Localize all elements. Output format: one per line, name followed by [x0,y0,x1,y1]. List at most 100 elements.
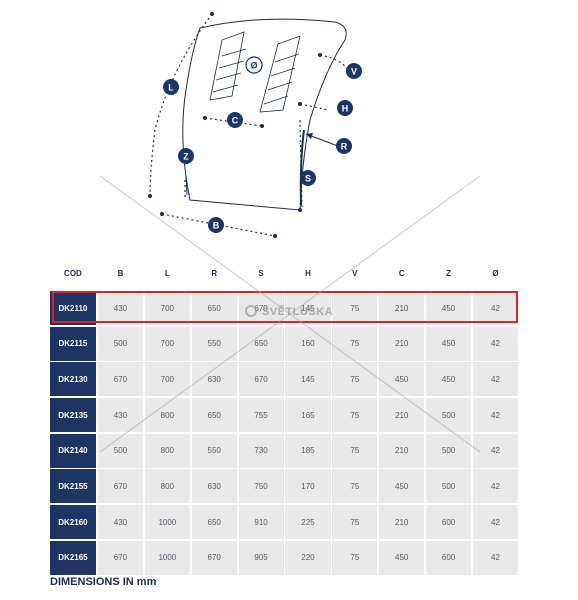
product-outline [182,18,347,211]
header-cod: COD [64,268,82,278]
row-cell: 650 [191,291,237,325]
product-dimension-drawing: L Ø V C H R Z S B [148,12,362,238]
row-cell: 450 [379,540,425,575]
row-cell: 75 [332,540,378,575]
row-cell: 42 [472,291,519,325]
row-cell: 75 [332,505,378,540]
header-v: V [352,268,358,278]
row-cell: 430 [97,398,144,433]
row-cell: 430 [97,505,144,540]
row-cell: 550 [191,433,237,468]
row-cell: 630 [191,469,237,504]
row-cell: 670 [97,362,144,397]
row-cell: 450 [379,469,425,504]
row-cell: 42 [472,505,519,540]
row-cell: 600 [426,505,472,540]
row-cell: 800 [144,433,190,468]
row-cell: 630 [191,362,237,397]
badge-r-text: R [341,142,348,152]
row-cell: 75 [332,362,378,397]
row-cell: 1000 [144,505,190,540]
row-code: DK2160 [50,505,96,540]
row-cell: 450 [426,326,472,361]
row-cell: 210 [379,291,425,325]
row-cell: 750 [238,469,284,504]
row-cell: 670 [97,540,144,575]
row-code: DK2110 [50,291,96,325]
row-cell: 210 [379,505,425,540]
row-cell: 550 [191,326,237,361]
badge-b-text: B [213,221,220,231]
header-h: H [305,268,311,278]
badge-z-text: Z [183,152,189,162]
row-cell: 700 [144,326,190,361]
row-cell: 1000 [144,540,190,575]
row-cell: 210 [379,398,425,433]
row-cell: 42 [472,362,519,397]
header-l: L [164,268,170,278]
row-cell: 500 [426,469,472,504]
row-cell: 700 [144,291,190,325]
row-cell: 170 [285,469,331,504]
row-cell: 450 [426,291,472,325]
row-cell: 42 [472,433,519,468]
badge-v: V [346,63,362,79]
header-b: B [117,268,124,278]
row-cell: 730 [238,433,284,468]
row-cell: 670 [238,362,284,397]
row-cell: 210 [379,433,425,468]
badge-s: S [300,170,316,186]
badge-c: C [227,112,243,128]
row-cell: 165 [285,398,331,433]
badge-v-text: V [351,67,357,77]
row-cell: 225 [285,505,331,540]
row-code: DK2130 [50,362,96,397]
r-arrowhead [306,133,313,139]
dimension-lines [149,13,349,237]
header-z: Z [446,268,452,278]
row-cell: 145 [285,362,331,397]
row-cell: 75 [332,326,378,361]
row-code: DK2115 [50,326,96,361]
header-s: S [258,268,264,278]
row-code: DK2155 [50,469,96,504]
badge-r: R [336,138,352,154]
watermark-logo-icon [245,305,257,317]
badge-l-text: L [168,83,174,93]
row-cell: 755 [238,398,284,433]
badge-l: L [163,79,179,95]
row-cell: 700 [144,362,190,397]
row-cell: 75 [332,398,378,433]
row-cell: 800 [144,469,190,504]
row-cell: 450 [426,362,472,397]
row-cell: 500 [426,398,472,433]
badge-z: Z [178,148,194,164]
row-cell: 670 [97,469,144,504]
lamp-grilles [209,31,301,113]
row-cell: 75 [332,291,378,325]
row-cell: 500 [97,326,144,361]
row-cell: 220 [285,540,331,575]
badge-h-text: H [342,104,349,114]
row-cell: 500 [97,433,144,468]
badge-h: H [337,100,353,116]
row-cell: 600 [426,540,472,575]
row-cell: 75 [332,469,378,504]
watermark-text: SVĚTLUŠKA [262,306,334,318]
header-r: R [211,268,218,278]
row-cell: 185 [285,433,331,468]
table-header-row: COD B L R S H V C Z Ø [50,262,518,284]
row-cell: 650 [238,326,284,361]
row-cell: 500 [426,433,472,468]
dimensions-caption: DIMENSIONS IN mm [50,576,157,588]
row-code: DK2135 [50,398,96,433]
row-cell: 42 [472,398,519,433]
header-diameter: Ø [492,268,499,278]
row-cell: 670 [191,540,237,575]
row-cell: 42 [472,326,519,361]
badge-s-text: S [305,174,311,184]
